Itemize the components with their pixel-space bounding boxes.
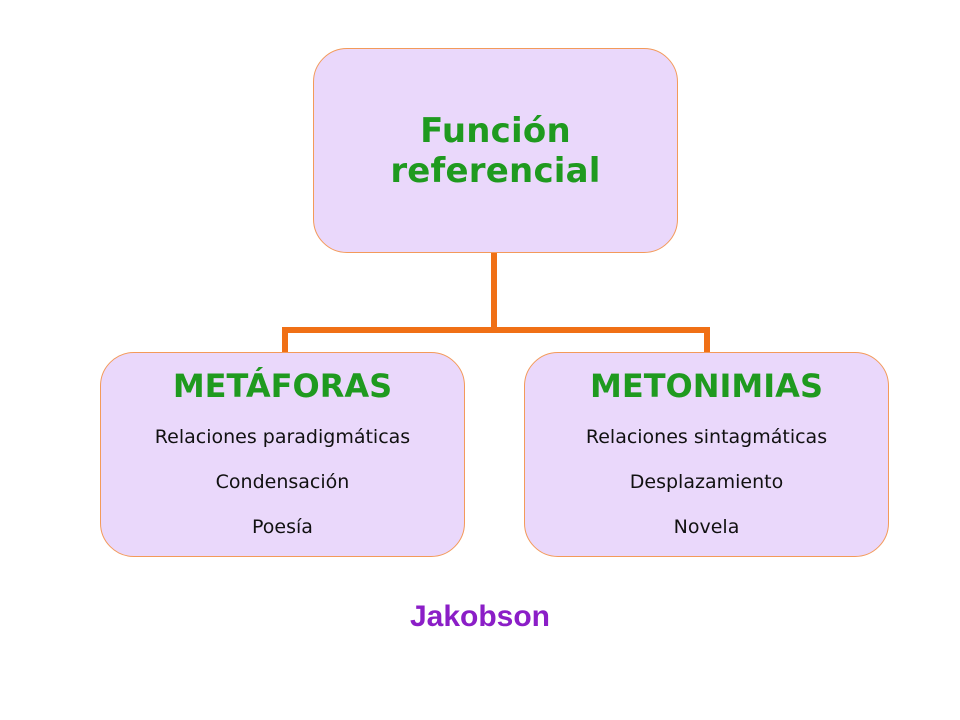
root-node-title: Función referencial	[390, 110, 601, 191]
child-node-item: Condensación	[215, 471, 350, 493]
child-node-item: Relaciones paradigmáticas	[154, 426, 411, 448]
child-node-title: METÁFORAS	[172, 367, 393, 405]
child-node-title: METONIMIAS	[590, 367, 823, 405]
child-node-item: Desplazamiento	[629, 471, 784, 493]
child-node-metaforas: METÁFORAS Relaciones paradigmáticas Cond…	[100, 352, 465, 557]
child-node-item: Relaciones sintagmáticas	[585, 426, 828, 448]
child-node-metonimias: METONIMIAS Relaciones sintagmáticas Desp…	[524, 352, 889, 557]
child-node-item: Poesía	[252, 516, 313, 538]
diagram-caption: Jakobson	[409, 600, 551, 633]
child-node-item: Novela	[673, 516, 740, 538]
root-node: Función referencial	[313, 48, 678, 253]
